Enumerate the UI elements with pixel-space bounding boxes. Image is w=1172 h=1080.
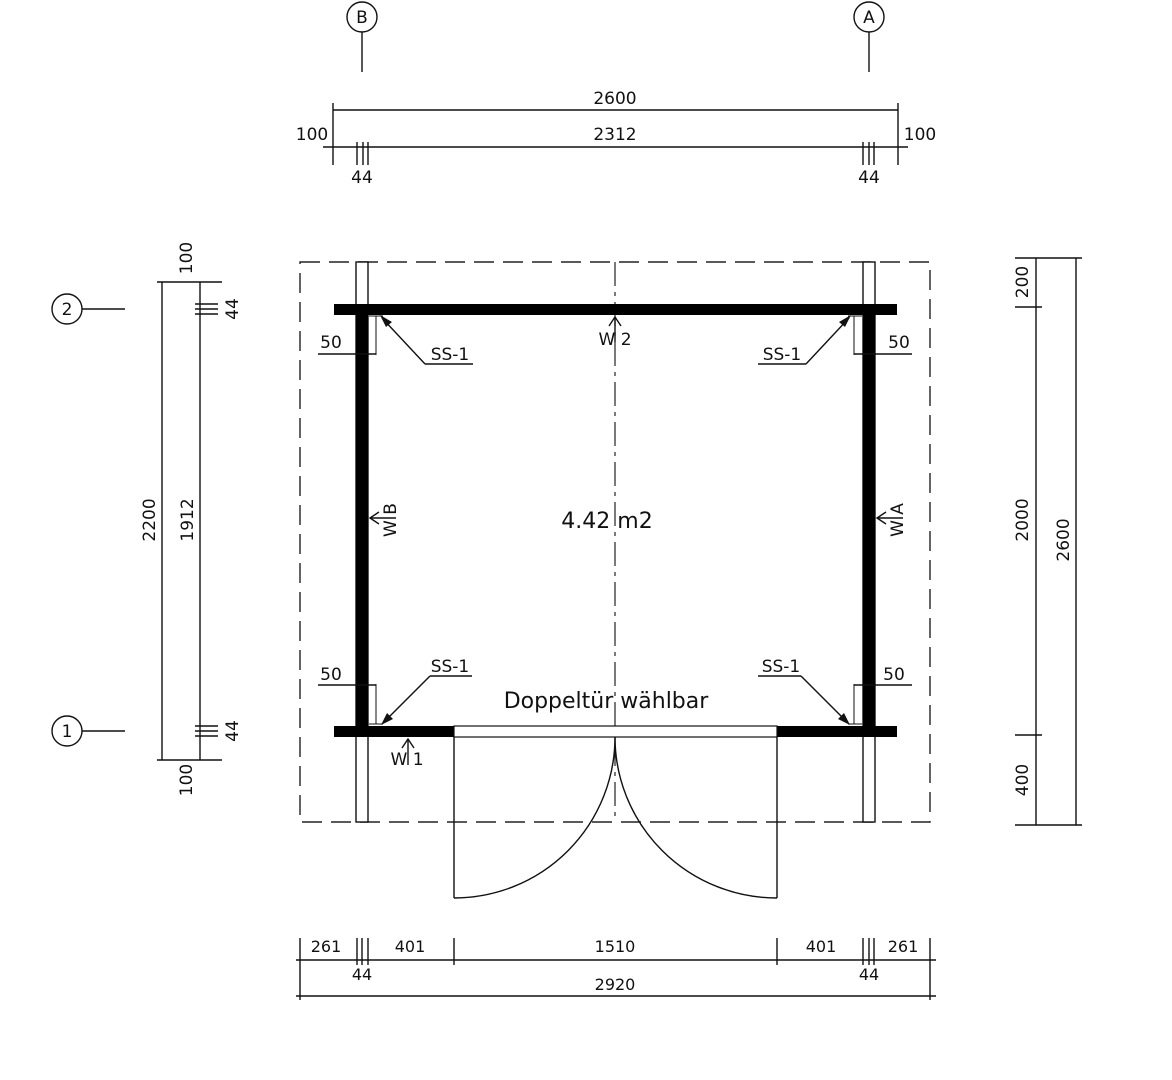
- dim-left-top-wall: 44: [223, 298, 243, 320]
- door-threshold: [453, 725, 778, 738]
- grid-label-1: 1: [62, 722, 73, 742]
- dim-bottom-seg2: 401: [395, 937, 426, 956]
- wall-tag-w1-label: W 1: [390, 750, 423, 770]
- dim-left-inner: 1912: [178, 498, 198, 541]
- wall-top: [334, 304, 897, 315]
- wall-tag-w2-label: W 2: [598, 330, 631, 350]
- dim-left-top-overhang: 100: [177, 242, 197, 274]
- offset-tr: 50: [888, 333, 910, 353]
- screw-label-br: SS-1: [762, 657, 801, 677]
- wall-right: [863, 304, 875, 737]
- corner-screws: SS-1 50 SS-1 50 SS-1 50 SS-1 50: [318, 315, 912, 725]
- grid-marker-2: 2: [51, 293, 125, 325]
- dim-right-top: 200: [1013, 266, 1033, 298]
- door-swing-left: [453, 736, 616, 899]
- door-note: Doppeltür wählbar: [504, 689, 710, 714]
- wall-bottom-left: [334, 726, 454, 737]
- bottom-dimension-chain: 261 401 1510 401 261 44 44 2920: [296, 937, 936, 1000]
- wall-tag-w1: W 1: [390, 737, 424, 770]
- wall-tag-wb-label: W B: [381, 503, 401, 537]
- grid-marker-b: B: [346, 1, 378, 72]
- double-door: [453, 736, 778, 899]
- dim-top-right-overhang: 100: [904, 125, 936, 145]
- dim-left-bottom-wall: 44: [223, 720, 243, 742]
- dim-top-left-overhang: 100: [296, 125, 328, 145]
- dim-left-overall: 2200: [140, 498, 160, 541]
- dim-top-right-wall: 44: [858, 168, 880, 188]
- grid-markers: B A 2 1: [51, 1, 885, 747]
- wall-tag-wa-label: W A: [888, 503, 908, 537]
- grid-label-2: 2: [62, 300, 73, 320]
- roof-outline: [299, 261, 931, 823]
- dim-right-middle: 2000: [1013, 498, 1033, 541]
- offset-bl: 50: [320, 665, 342, 685]
- grid-label-b: B: [356, 8, 368, 28]
- dim-bottom-seg3: 1510: [595, 937, 636, 956]
- wall-left: [356, 304, 368, 737]
- dim-bottom-seg4: 401: [806, 937, 837, 956]
- wall-tag-wb: W B: [368, 503, 401, 537]
- screw-label-tl: SS-1: [431, 345, 470, 365]
- dim-bottom-seg5: 261: [888, 937, 919, 956]
- grid-marker-1: 1: [51, 715, 125, 747]
- dim-left-bottom-overhang: 100: [177, 764, 197, 796]
- dim-bottom-wall-left: 44: [352, 965, 372, 984]
- dim-bottom-overall: 2920: [595, 975, 636, 994]
- grid-marker-a: A: [853, 1, 885, 72]
- dim-bottom-seg1: 261: [311, 937, 342, 956]
- door-swing-right: [614, 736, 778, 899]
- wall-tags: W 2 W 1 W B W A: [368, 315, 908, 770]
- wall-bottom-right: [777, 726, 897, 737]
- right-dimension-chain: 200 2000 400 2600: [1013, 257, 1082, 826]
- walls: [334, 304, 897, 738]
- dim-top-inner: 2312: [593, 125, 636, 145]
- offset-tl: 50: [320, 333, 342, 353]
- dim-bottom-wall-right: 44: [859, 965, 879, 984]
- left-dimension-chain: 100 44 1912 2200 44 100: [140, 242, 243, 796]
- grid-label-a: A: [863, 8, 875, 28]
- dim-top-overall: 2600: [593, 89, 636, 109]
- dim-right-bottom: 400: [1013, 764, 1033, 796]
- wall-tag-w2: W 2: [598, 315, 632, 350]
- top-dimension-chain: 2600 2312 100 100 44 44: [296, 89, 936, 188]
- dim-right-overall: 2600: [1054, 518, 1074, 561]
- dim-top-left-wall: 44: [351, 168, 373, 188]
- screw-label-bl: SS-1: [431, 657, 470, 677]
- room-area: 4.42 m2: [561, 509, 652, 534]
- wall-tag-wa: W A: [875, 503, 908, 537]
- screw-label-tr: SS-1: [763, 345, 802, 365]
- offset-br: 50: [883, 665, 905, 685]
